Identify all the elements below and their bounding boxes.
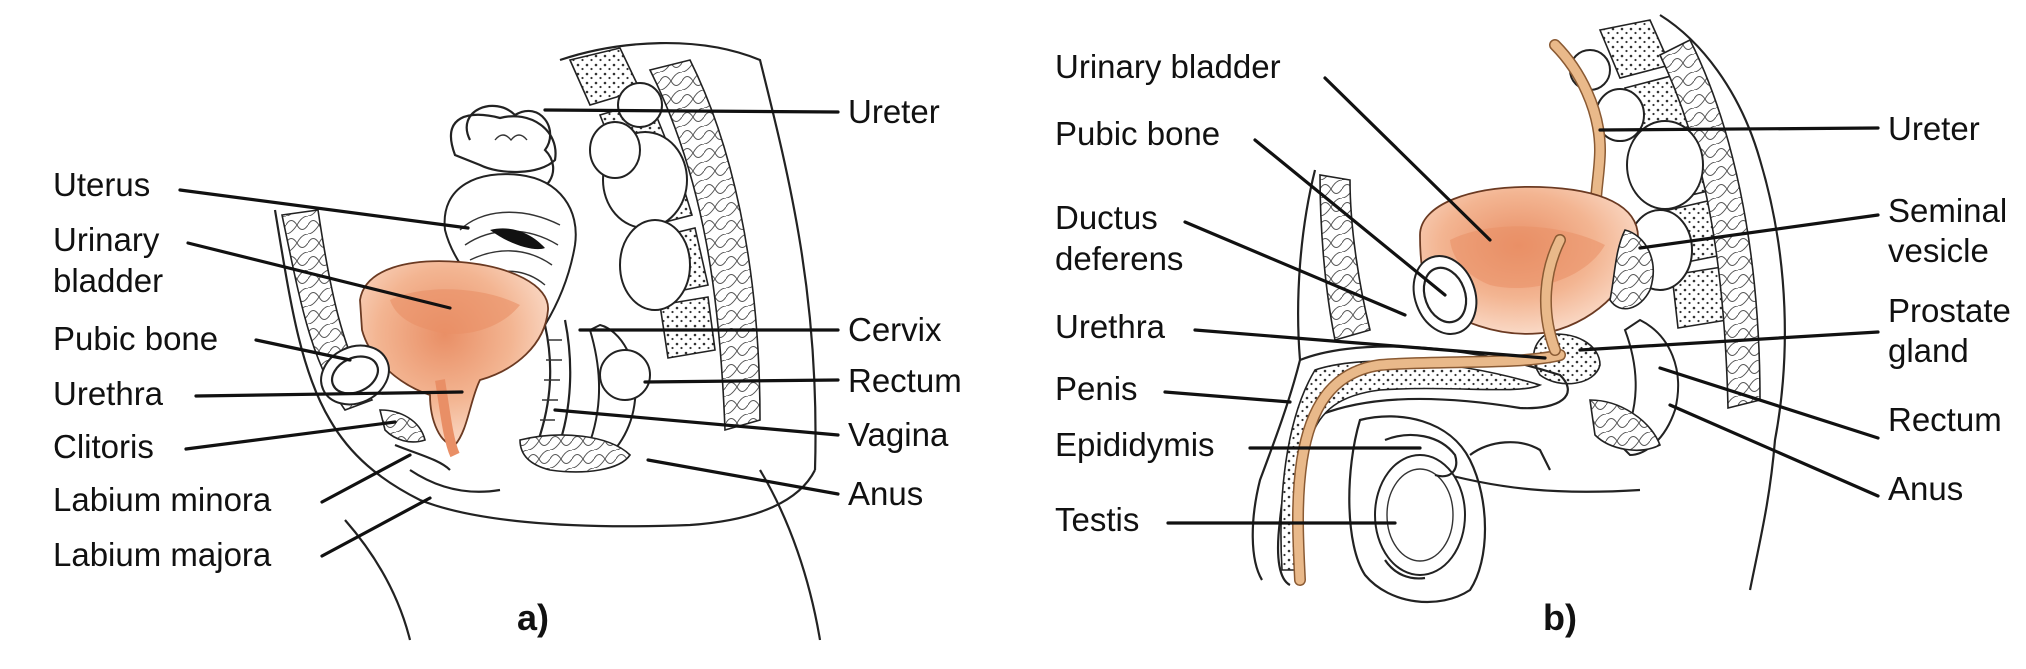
leader-uterus [178,188,470,230]
panel-female [273,41,822,641]
leader-clitoris [184,420,397,451]
label-pubic-bone-a: Pubic bone [53,320,218,357]
label-ductus-deferens-line2: deferens [1055,240,1183,277]
label-urinary-bladder-b: Urinary bladder [1055,48,1281,85]
leader-lines [178,76,1880,558]
label-urethra-b: Urethra [1055,308,1166,345]
label-urinary-bladder-line2: bladder [53,262,163,299]
label-rectum-b: Rectum [1888,401,2002,438]
label-labium-minora: Labium minora [53,481,272,518]
label-ureter-a: Ureter [848,93,940,130]
male-urethra-tube [1293,350,1565,585]
label-prostate-gland-line1: Prostate [1888,292,2011,329]
leader-seminal-vesicle [1638,213,1880,250]
female-pelvic-floor [519,434,632,473]
female-ovary [449,113,557,173]
leader-labium-majora [320,496,432,558]
female-buttock-outline [759,469,822,641]
label-rectum-a: Rectum [848,362,962,399]
labels-panel-a: Uterus Urinary bladder Pubic bone Urethr… [53,93,962,638]
label-anus-a: Anus [848,475,923,512]
label-pubic-bone-b: Pubic bone [1055,115,1220,152]
label-ductus-deferens-line1: Ductus [1055,199,1158,236]
caption-a: a) [517,597,549,638]
male-front-outline [1251,169,1317,581]
leader-labium-minora [320,453,412,504]
label-urethra-a: Urethra [53,375,164,412]
panel-male [1251,14,1786,604]
labels-panel-b: Urinary bladder Pubic bone Ductus defere… [1055,48,2011,638]
leader-urethra-a [194,390,464,398]
label-penis: Penis [1055,370,1138,407]
male-back-outline [1659,14,1786,591]
leader-ductus-deferens [1183,220,1407,317]
leader-rectum-b [1658,366,1880,440]
label-vagina: Vagina [848,416,949,453]
label-testis: Testis [1055,501,1139,538]
label-anus-b: Anus [1888,470,1963,507]
label-epididymis: Epididymis [1055,426,1215,463]
ductus-deferens-tube [1541,235,1565,355]
testis-shape [1374,454,1466,576]
leader-rectum-a [643,378,840,384]
leader-ureter-a [543,108,840,114]
leader-anus-b [1668,403,1880,498]
label-clitoris: Clitoris [53,428,154,465]
leader-urinary-bladder-b [1323,76,1492,242]
female-leg-outline [344,519,412,641]
male-intestine-loops [1569,49,1704,291]
label-seminal-vesicle-line1: Seminal [1888,192,2007,229]
leader-prostate-gland [1578,330,1880,352]
label-urinary-bladder-line1: Urinary [53,221,160,258]
leader-pubic-bone-a [254,338,352,362]
epididymis-shape [1384,433,1458,478]
female-back-outline [559,41,817,471]
label-ureter-b: Ureter [1888,110,1980,147]
label-prostate-gland-line2: gland [1888,332,1969,369]
leader-ureter-b [1598,126,1880,132]
leader-vagina [553,408,840,437]
female-intestine-loops [465,82,691,311]
leader-urethra-b [1193,328,1547,360]
leader-urinary-bladder-a [186,241,452,310]
caption-b: b) [1543,597,1577,638]
label-seminal-vesicle-line2: vesicle [1888,232,1989,269]
label-labium-majora: Labium majora [53,536,272,573]
leader-anus-a [646,458,840,496]
leader-pubic-bone-b [1253,138,1447,297]
label-cervix: Cervix [848,311,942,348]
leader-penis [1163,390,1292,404]
label-uterus: Uterus [53,166,150,203]
female-clitoris-shape [378,409,426,443]
scrotum-shape [1348,415,1487,604]
